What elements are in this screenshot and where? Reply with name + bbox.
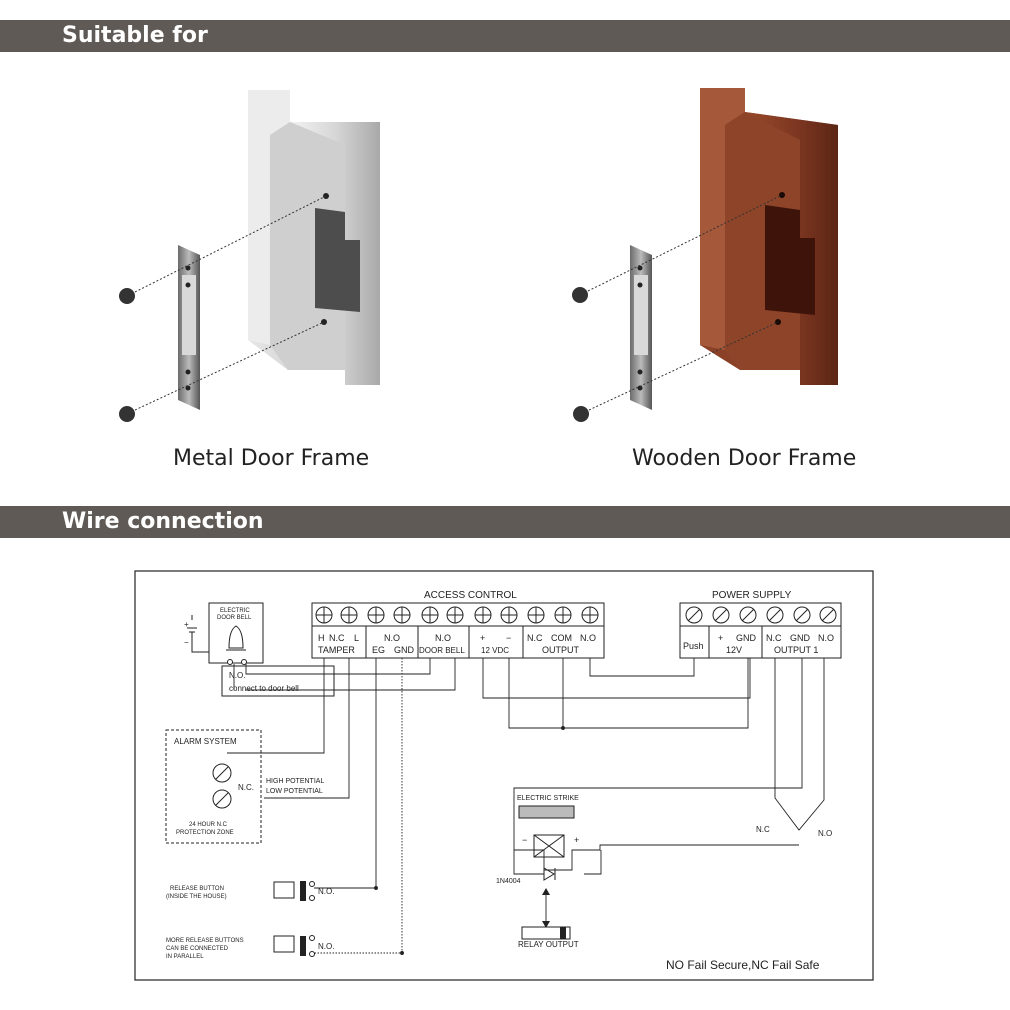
svg-text:(INSIDE THE HOUSE): (INSIDE THE HOUSE) (166, 894, 227, 900)
section-header-suitable-for: Suitable for (0, 20, 1010, 52)
term-tamper: TAMPER (318, 645, 355, 655)
svg-text:DOOR BELL: DOOR BELL (217, 615, 252, 621)
term-ps-gnd: GND (736, 633, 757, 643)
term-gnd: GND (394, 645, 415, 655)
electric-strike: ELECTRIC STRIKE − + 1N4004 RELAY OUTPUT … (496, 795, 832, 949)
term-nc: N.C (329, 633, 345, 643)
svg-text:MORE RELEASE BUTTONS: MORE RELEASE BUTTONS (166, 938, 244, 944)
release-button-1: RELEASE BUTTON (INSIDE THE HOUSE) N.O. (166, 881, 334, 901)
power-supply-terminal-block: Push + GND 12V N.C GND N.O OUTPUT 1 (679, 602, 842, 659)
term-eg: EG (372, 645, 385, 655)
svg-text:IN PARALLEL: IN PARALLEL (166, 954, 204, 960)
power-supply-title: POWER SUPPLY (712, 590, 792, 601)
metal-door-frame (119, 90, 380, 422)
term-12v: 12V (726, 645, 742, 655)
doorbell-no: N.O. (229, 671, 245, 680)
wiring-diagram: ACCESS CONTROL POWER SUPPLY H N.C L TAMP… (134, 570, 874, 981)
term-no2: N.O (435, 633, 451, 643)
diode-icon (543, 867, 555, 881)
term-12vdc: 12 VDC (481, 646, 509, 655)
svg-text:ELECTRIC: ELECTRIC (220, 608, 250, 614)
term-ps-nc: N.C (766, 633, 782, 643)
wooden-door-frame (572, 88, 838, 422)
term-no1: N.O (384, 633, 400, 643)
term-plus: + (480, 633, 485, 643)
electric-door-bell: ELECTRIC DOOR BELL + − N.O. connect to d… (184, 602, 335, 697)
strike-title: ELECTRIC STRIKE (517, 795, 579, 802)
access-control-title: ACCESS CONTROL (424, 590, 517, 601)
svg-text:+: + (184, 620, 189, 629)
metal-frame-caption: Metal Door Frame (173, 446, 370, 471)
diode-label: 1N4004 (496, 878, 521, 885)
section-title: Wire connection (62, 509, 264, 534)
section-title: Suitable for (62, 23, 208, 48)
term-output: OUTPUT (542, 645, 580, 655)
term-nc2: N.C (527, 633, 543, 643)
svg-text:−: − (184, 638, 189, 647)
svg-text:CAN BE CONNECTED: CAN BE CONNECTED (166, 946, 229, 952)
bell-icon (228, 625, 244, 649)
term-h: H (318, 633, 325, 643)
door-frames-illustration (119, 88, 838, 422)
alarm-nc: N.C. (238, 783, 254, 792)
alarm-high: HIGH POTENTIAL (266, 778, 324, 785)
alarm-system: ALARM SYSTEM N.C. HIGH POTENTIAL LOW POT… (165, 729, 324, 844)
term-ps-no: N.O (818, 633, 834, 643)
term-no3: N.O (580, 633, 596, 643)
access-control-terminal-block: H N.C L TAMPER N.O EG GND N.O DOOR BELL … (311, 602, 605, 659)
svg-text:24 HOUR N.C: 24 HOUR N.C (189, 822, 228, 828)
wooden-frame-caption: Wooden Door Frame (632, 446, 857, 471)
svg-text:N.O.: N.O. (318, 887, 334, 896)
term-door-bell: DOOR BELL (419, 646, 465, 655)
svg-text:PROTECTION ZONE: PROTECTION ZONE (176, 830, 234, 836)
term-l: L (354, 633, 359, 643)
svg-text:+: + (574, 835, 579, 845)
svg-text:−: − (522, 835, 527, 845)
term-ps-plus: + (718, 633, 723, 643)
strike-no: N.O (818, 829, 832, 838)
alarm-low: LOW POTENTIAL (266, 788, 323, 795)
wires (227, 658, 825, 955)
term-output1: OUTPUT 1 (774, 645, 818, 655)
alarm-title: ALARM SYSTEM (174, 737, 237, 746)
strike-nc: N.C (756, 825, 770, 834)
svg-text:RELEASE BUTTON: RELEASE BUTTON (170, 886, 224, 892)
term-push: Push (683, 641, 704, 651)
term-com: COM (551, 633, 572, 643)
release-button-2: MORE RELEASE BUTTONS CAN BE CONNECTED IN… (166, 935, 334, 960)
svg-text:N.O.: N.O. (318, 942, 334, 951)
relay-label: RELAY OUTPUT (518, 940, 579, 949)
footer-note: NO Fail Secure,NC Fail Safe (666, 958, 820, 972)
section-header-wire-connection: Wire connection (0, 506, 1010, 538)
term-minus: − (506, 633, 511, 643)
doorbell-connect: connect to door bell (229, 684, 299, 693)
term-ps-gnd2: GND (790, 633, 811, 643)
